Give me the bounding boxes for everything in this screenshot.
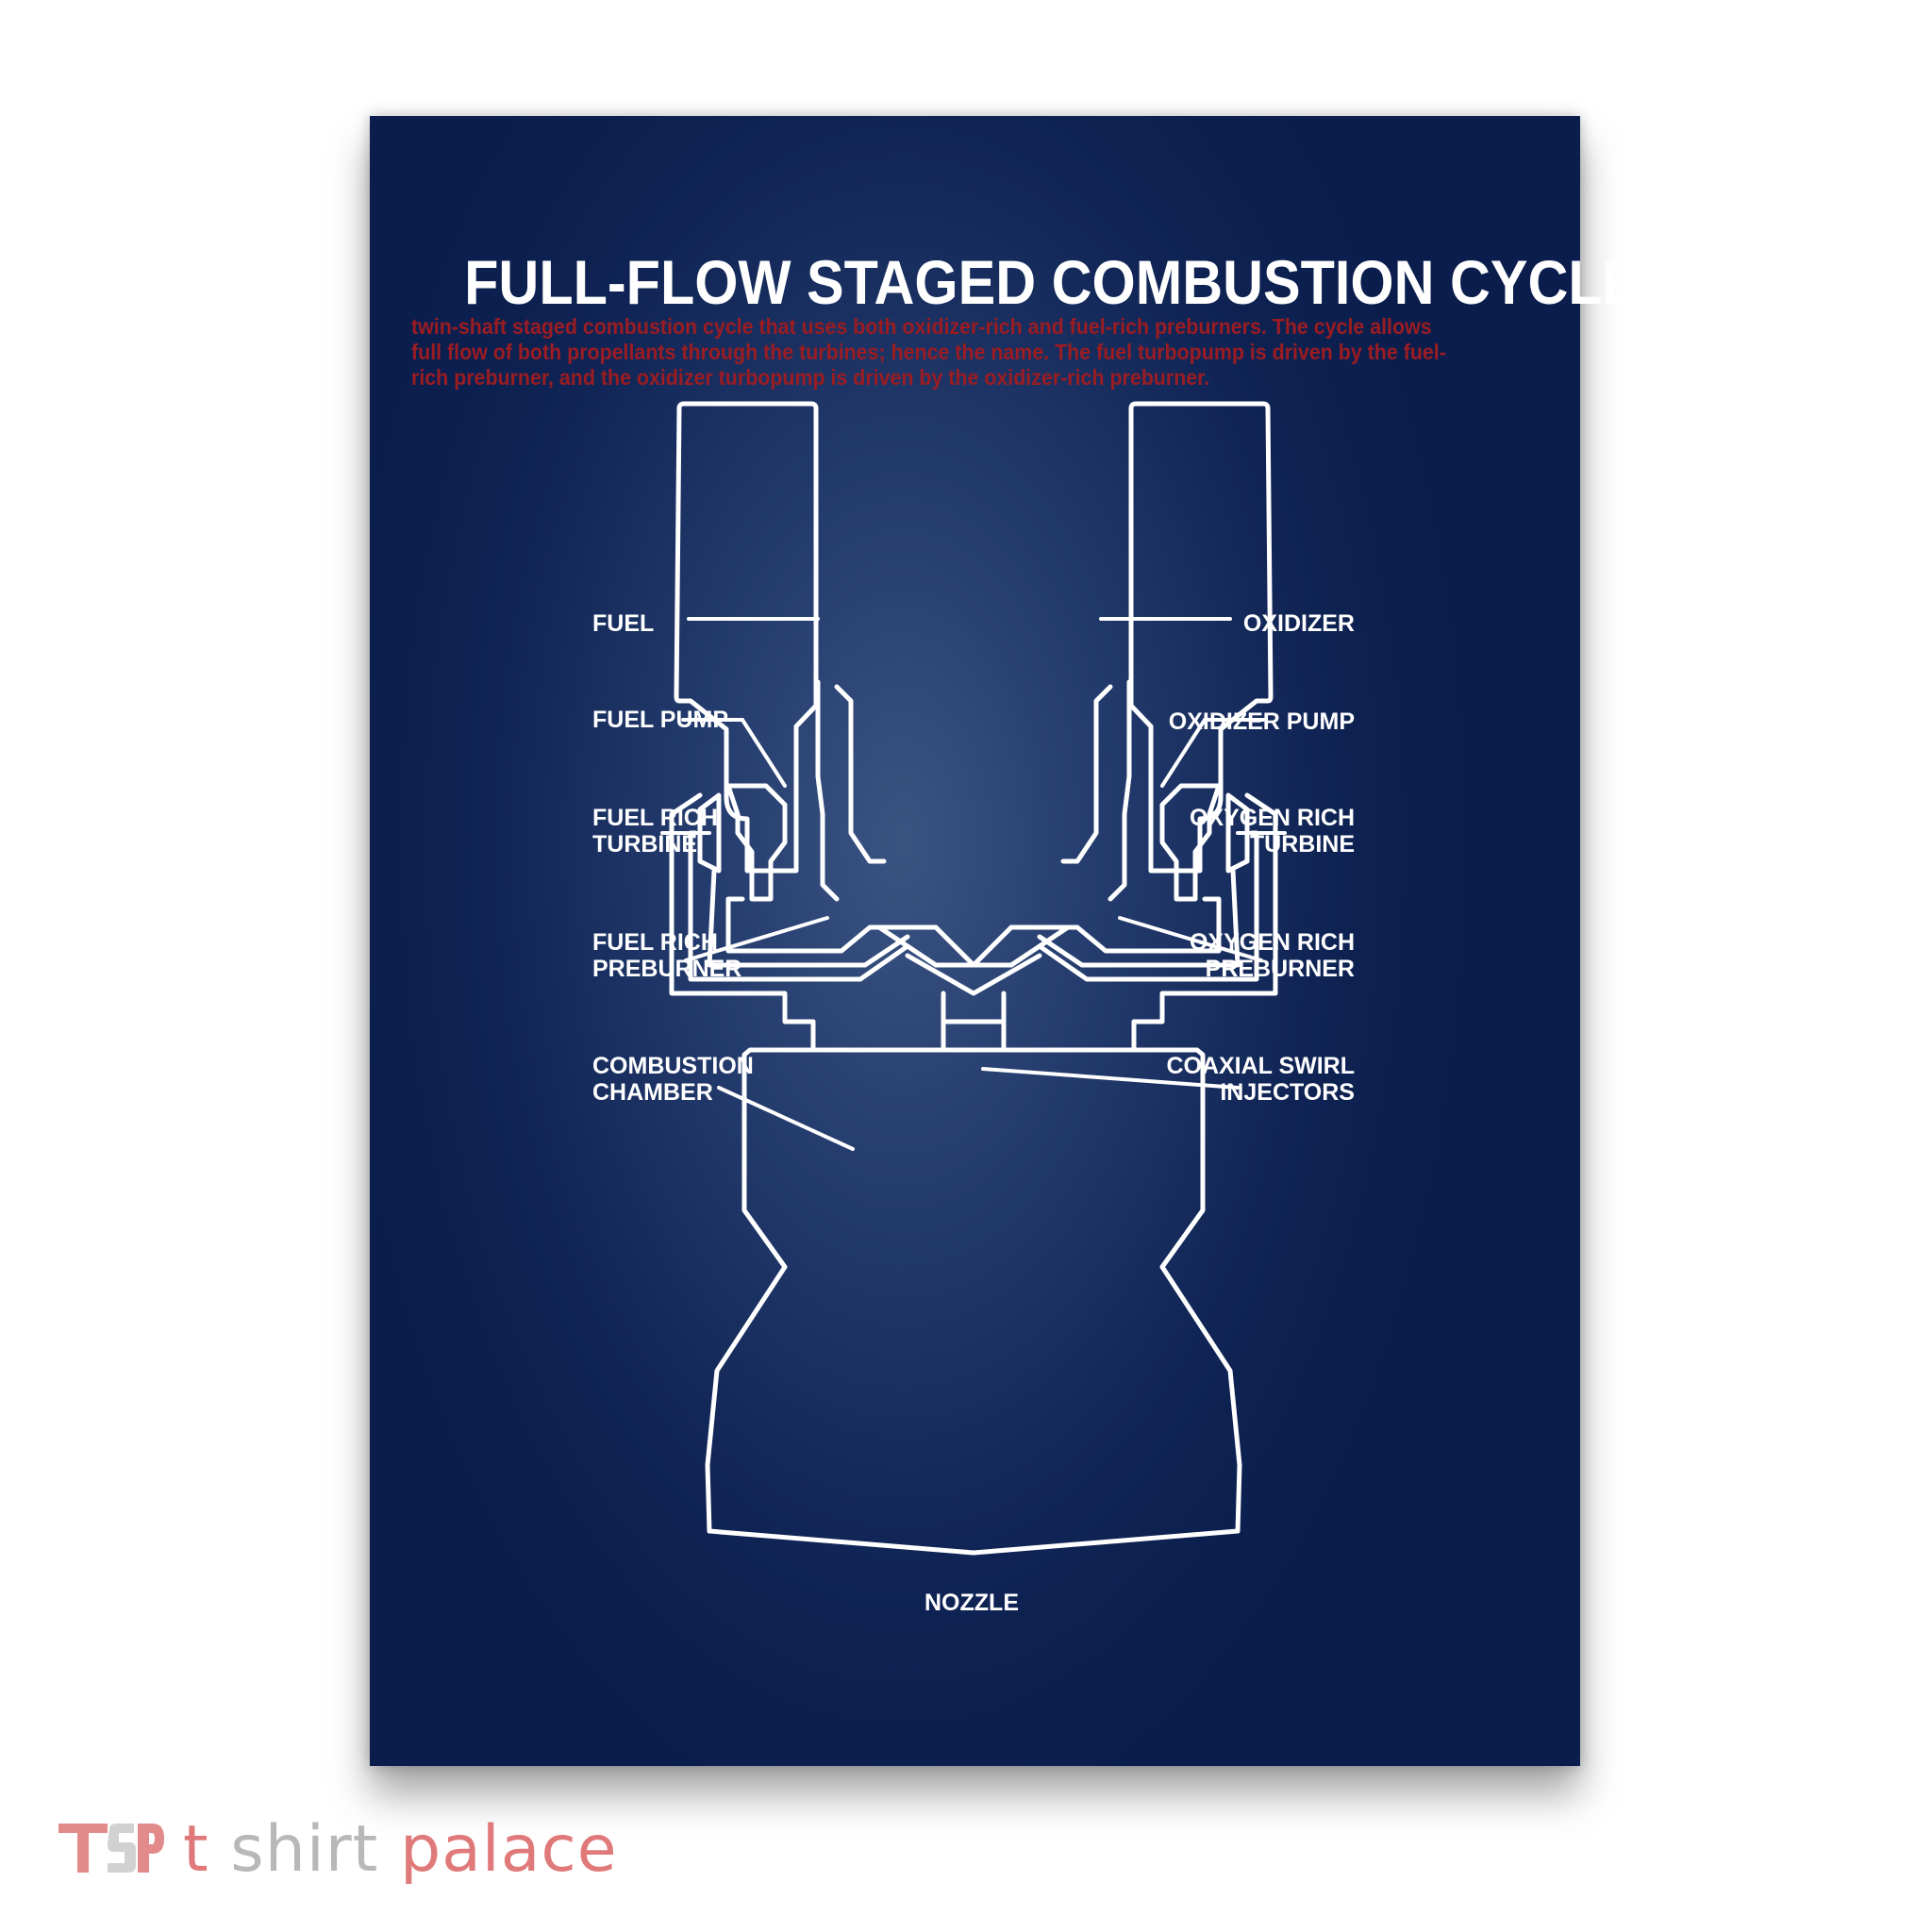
label-fuel-rich-turbine: FUEL RICH TURBINE	[592, 805, 718, 858]
fuel-duct-inner	[707, 868, 910, 968]
combustion-chamber-leader	[717, 1086, 855, 1151]
label-oxygen-rich-preburner: OXYGEN RICH PREBURNER	[1189, 929, 1355, 982]
fuel-tank	[674, 401, 819, 874]
central-shaft	[815, 679, 1132, 902]
label-fuel-rich-preburner: FUEL RICH PREBURNER	[592, 929, 742, 982]
tsp-logo-mark	[58, 1824, 164, 1873]
oxidizer-pump-leader	[1160, 718, 1268, 788]
brand-watermark: t shirt palace	[55, 1811, 618, 1887]
central-shaft-inner	[834, 684, 1113, 864]
engine-diagram	[660, 401, 1287, 1556]
fuel-pump-leader	[681, 718, 787, 788]
label-combustion-chamber: COMBUSTION CHAMBER	[592, 1053, 754, 1106]
poster-title: FULL-FLOW STAGED COMBUSTION CYCLE	[464, 247, 1641, 317]
fuel-turbopump	[697, 783, 788, 902]
oxidizer-turbopump	[1159, 783, 1250, 902]
label-oxidizer: OXIDIZER	[1242, 610, 1355, 637]
label-oxygen-rich-turbine: OXYGEN RICH TURBINE	[1189, 805, 1355, 858]
oxidizer-duct-inner	[1037, 868, 1241, 968]
label-coaxial-swirl-injectors: COAXIAL SWIRL INJECTORS	[1166, 1053, 1355, 1106]
label-fuel-pump: FUEL PUMP	[592, 707, 728, 733]
oxygen-rich-preburner-leader	[1118, 916, 1263, 962]
injector-stem	[941, 991, 1007, 1053]
brand-name: t shirt palace	[183, 1811, 618, 1887]
injector-manifold	[810, 1019, 1137, 1053]
combustion-chamber	[705, 1047, 1242, 1556]
poster-description: twin-shaft staged combustion cycle that …	[411, 314, 1446, 390]
coaxial-swirl-leader	[981, 1067, 1240, 1090]
label-fuel: FUEL	[592, 610, 655, 637]
oxidizer-duct-outer	[1131, 792, 1278, 1024]
poster: FULL-FLOW STAGED COMBUSTION CYCLE twin-s…	[370, 116, 1641, 1766]
label-oxidizer-pump: OXIDIZER PUMP	[1168, 708, 1355, 735]
fuel-rich-preburner-leader	[684, 916, 829, 962]
crossover-lines	[876, 924, 1071, 996]
oxidizer-tank	[1128, 401, 1274, 874]
fuel-duct-outer	[669, 792, 816, 1024]
label-nozzle: NOZZLE	[924, 1590, 1019, 1616]
